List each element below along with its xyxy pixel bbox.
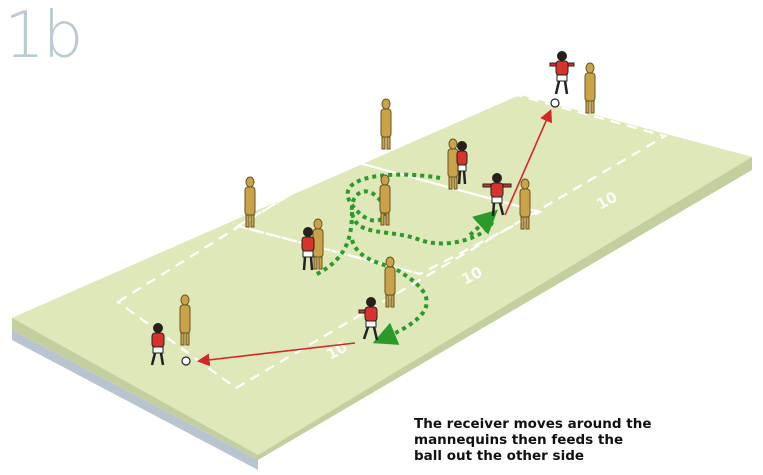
dribble-run-path [314,172,495,340]
pitch-shadow [12,330,258,470]
caption-line: The receiver moves around the [414,416,652,432]
caption-line: ball out the other side [414,448,585,464]
mannequin [519,178,531,230]
pass-line-bottom [196,342,356,367]
ball-bottom [181,356,191,366]
zone-center [235,158,544,276]
ball-top [550,98,560,108]
mannequin [584,62,596,114]
player-center-right [482,173,512,217]
caption-line: mannequins then feeds the [414,432,624,448]
mannequin [244,176,256,228]
mannequins [179,62,596,346]
mannequin [384,256,396,308]
mannequin [312,218,324,270]
zone-outer [116,80,668,390]
players [150,51,575,366]
player-top-right [549,51,575,95]
dribble-arrow-right [468,209,498,237]
mannequin [379,174,391,226]
mannequin [179,294,191,346]
player-bottom-left [150,323,165,366]
player-bottom-middle [358,297,379,341]
figure-caption: The receiver moves around the mannequins… [414,416,714,464]
player-center-left [301,227,315,271]
mannequin [447,138,459,190]
mannequin [380,98,392,150]
figure-label: 1b [4,0,83,73]
pass-line-top [504,109,553,216]
player-center-pair [456,141,468,185]
